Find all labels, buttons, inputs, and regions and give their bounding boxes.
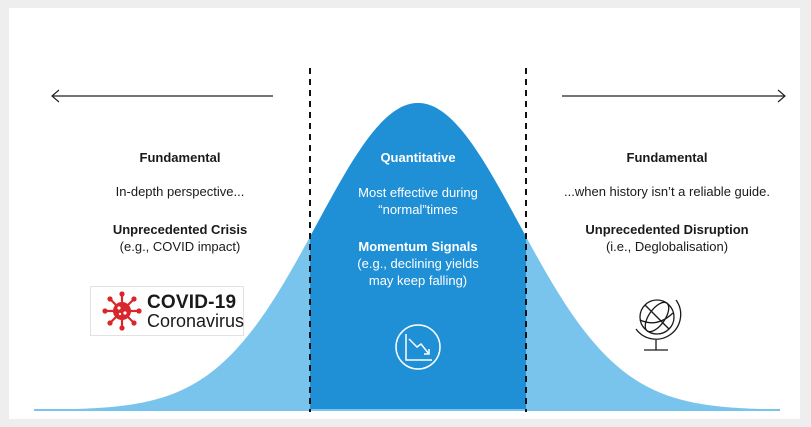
declining-chart-icon: [395, 324, 441, 370]
center-description-line2: “normal”times: [378, 202, 458, 217]
center-subexample-line1: (e.g., declining yields: [357, 256, 479, 271]
globe-icon: [635, 299, 682, 351]
center-subheading: Momentum Signals: [358, 239, 478, 254]
right-arrow-icon: [562, 89, 786, 103]
left-description: In-depth perspective...: [115, 184, 245, 199]
right-description: ...when history isn’t a reliable guide.: [564, 184, 770, 199]
center-subexample-line2: may keep falling): [368, 273, 468, 288]
covid-logo-title: COVID-19: [147, 292, 237, 313]
right-subexample: (i.e., Deglobalisation): [605, 239, 729, 254]
left-arrow-icon: [51, 89, 273, 103]
left-subexample: (e.g., COVID impact): [119, 239, 241, 254]
bell-curve-center: [310, 103, 526, 410]
virus-icon: [102, 291, 142, 331]
right-subheading: Unprecedented Disruption: [585, 222, 749, 237]
center-description-line1: Most effective during: [358, 185, 478, 200]
center-heading: Quantitative: [380, 150, 456, 165]
covid-logo: COVID-19 Coronavirus: [90, 286, 244, 336]
right-heading: Fundamental: [626, 150, 708, 165]
covid-logo-subtitle: Coronavirus: [147, 311, 245, 331]
left-subheading: Unprecedented Crisis: [112, 222, 248, 237]
left-heading: Fundamental: [139, 150, 221, 165]
